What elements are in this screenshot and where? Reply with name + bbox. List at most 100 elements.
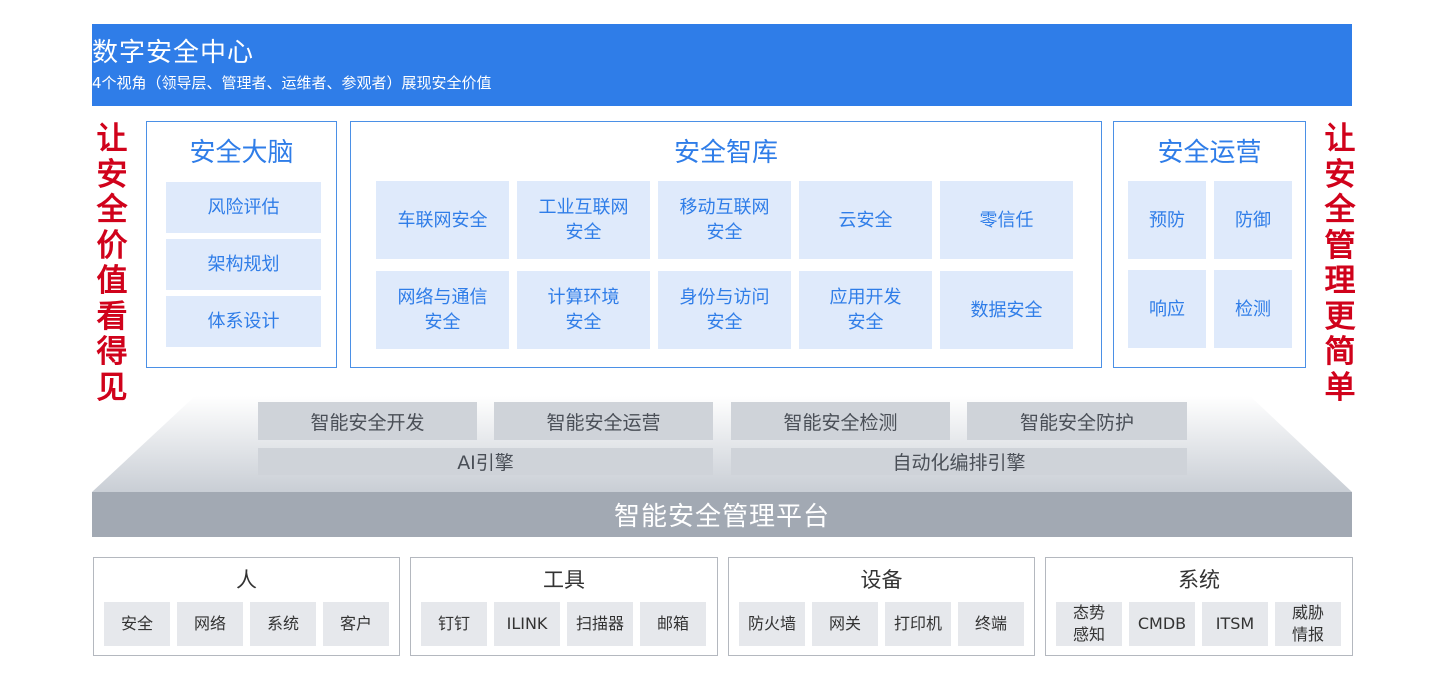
group-title: 人 (236, 568, 257, 592)
orchestration-engine-bar: 自动化编排引擎 (731, 448, 1187, 475)
library-item-line2: 安全 (706, 312, 743, 333)
group-devices: 设备 防火墙 网关 打印机 终端 (728, 557, 1035, 656)
library-item-line2: 安全 (706, 222, 743, 243)
security-brain-title: 安全大脑 (189, 137, 294, 168)
library-item-line2: 安全 (565, 312, 602, 333)
platform-name-bar: 智能安全管理平台 (92, 492, 1352, 537)
library-item-line2: 安全 (565, 222, 602, 243)
group-item: 网关 (812, 602, 878, 646)
brain-item: 架构规划 (166, 239, 321, 290)
operations-item: 响应 (1128, 270, 1206, 348)
group-item: 邮箱 (640, 602, 706, 646)
group-item: 态势感知 (1056, 602, 1122, 646)
group-item: 威胁情报 (1275, 602, 1341, 646)
library-item-line1: 零信任 (979, 209, 1034, 231)
slogan-char: 管 (1324, 227, 1356, 264)
group-item: 钉钉 (421, 602, 487, 646)
capability-cell: 智能安全防护 (967, 402, 1187, 440)
library-item-line1: 网络与通信 (397, 287, 488, 308)
library-item-line1: 计算环境 (547, 287, 620, 308)
library-item: 身份与访问 安全 (658, 271, 791, 349)
right-slogan: 让 安 全 管 理 更 简 单 (1320, 121, 1360, 406)
slogan-char: 全 (96, 192, 128, 228)
group-item-line1: 网关 (828, 614, 861, 633)
group-item: CMDB (1129, 602, 1195, 646)
operations-item: 检测 (1214, 270, 1292, 348)
group-item-line1: 网络 (193, 614, 226, 633)
group-item-line2: 情报 (1291, 625, 1324, 644)
slogan-char: 得 (96, 334, 128, 370)
group-item: 安全 (104, 602, 170, 646)
library-item: 零信任 (940, 181, 1073, 259)
group-item-line1: 威胁 (1291, 603, 1324, 622)
brain-item: 体系设计 (166, 296, 321, 347)
slogan-char: 更 (1324, 298, 1356, 335)
library-item-line1: 车联网安全 (397, 209, 488, 231)
library-item-line1: 移动互联网 (679, 197, 770, 218)
banner-subtitle: 4个视角（领导层、管理者、运维者、参观者）展现安全价值 (92, 74, 492, 92)
group-item: ITSM (1202, 602, 1268, 646)
group-item-line1: 系统 (266, 614, 299, 633)
library-item: 车联网安全 (376, 181, 509, 259)
security-operations-title: 安全运营 (1157, 137, 1262, 168)
banner-title: 数字安全中心 (92, 38, 255, 68)
security-operations-panel: 安全运营 预防 防御 响应 检测 (1113, 121, 1306, 368)
group-item-line1: 安全 (120, 614, 153, 633)
library-item-line1: 工业互联网 (538, 197, 629, 218)
group-item-line2: 感知 (1072, 625, 1105, 644)
slogan-char: 见 (96, 369, 128, 406)
library-item: 网络与通信 安全 (376, 271, 509, 349)
slogan-char: 让 (96, 121, 128, 157)
capability-cell: 智能安全检测 (731, 402, 950, 440)
slogan-char: 简 (1324, 334, 1356, 370)
group-item-line1: ILINK (506, 614, 548, 633)
slogan-char: 让 (1324, 121, 1356, 157)
library-item-line1: 应用开发 (829, 287, 902, 308)
group-item: 防火墙 (739, 602, 805, 646)
group-item-line1: 客户 (339, 614, 372, 633)
security-library-panel: 安全智库 车联网安全 工业互联网 安全 移动互联网 安全 云安全 零信任 网络与… (350, 121, 1102, 368)
top-banner: 数字安全中心 4个视角（领导层、管理者、运维者、参观者）展现安全价值 (92, 24, 1352, 106)
group-item: 系统 (250, 602, 316, 646)
group-item: 终端 (958, 602, 1024, 646)
group-title: 设备 (860, 568, 903, 592)
slogan-char: 理 (1324, 263, 1356, 299)
library-item: 云安全 (799, 181, 932, 259)
slogan-char: 价 (96, 227, 128, 264)
group-item: 打印机 (885, 602, 951, 646)
library-item-line1: 数据安全 (970, 299, 1043, 321)
slogan-char: 安 (96, 156, 128, 193)
slogan-char: 值 (96, 263, 128, 299)
group-item: 客户 (323, 602, 389, 646)
library-item-line2: 安全 (847, 312, 884, 333)
group-title: 系统 (1178, 568, 1220, 592)
slogan-char: 单 (1324, 369, 1356, 406)
capability-cell: 智能安全运营 (494, 402, 713, 440)
library-item: 计算环境 安全 (517, 271, 650, 349)
slogan-char: 全 (1324, 192, 1356, 228)
group-item-line1: 态势 (1072, 603, 1105, 622)
slogan-char: 安 (1324, 156, 1356, 193)
library-item-line2: 安全 (424, 312, 461, 333)
group-title: 工具 (543, 568, 585, 592)
group-item-line1: 终端 (974, 614, 1007, 633)
group-item-line1: ITSM (1215, 614, 1255, 633)
library-item-line1: 身份与访问 (679, 287, 770, 308)
group-item: 扫描器 (567, 602, 633, 646)
group-systems: 系统 态势感知 CMDB ITSM 威胁情报 (1045, 557, 1353, 656)
group-item: 网络 (177, 602, 243, 646)
group-item-line1: 打印机 (893, 614, 942, 633)
group-item-line1: 邮箱 (656, 614, 689, 633)
group-item-line1: 钉钉 (437, 614, 470, 633)
group-item-line1: CMDB (1137, 614, 1187, 633)
ai-engine-bar: AI引擎 (258, 448, 713, 475)
security-brain-panel: 安全大脑 风险评估 架构规划 体系设计 (146, 121, 337, 368)
group-people: 人 安全 网络 系统 客户 (93, 557, 400, 656)
library-item: 应用开发 安全 (799, 271, 932, 349)
group-item-line1: 扫描器 (575, 614, 624, 633)
brain-item: 风险评估 (166, 182, 321, 233)
operations-item: 预防 (1128, 181, 1206, 259)
library-item: 移动互联网 安全 (658, 181, 791, 259)
operations-item: 防御 (1214, 181, 1292, 259)
library-item-line1: 云安全 (838, 209, 893, 231)
